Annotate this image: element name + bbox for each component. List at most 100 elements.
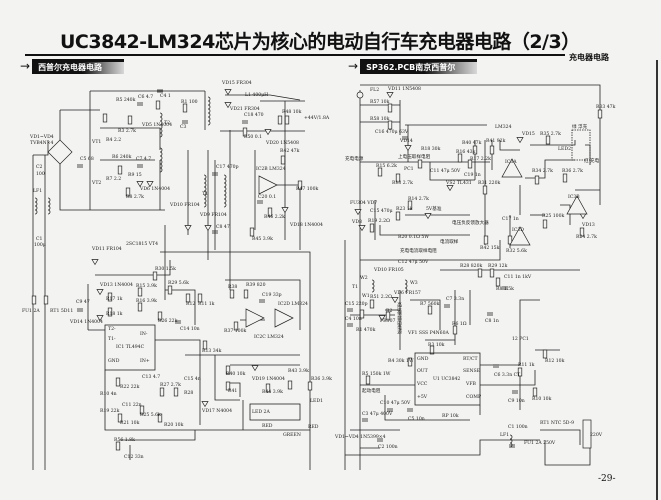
right-section-header: → SP362.PCB南京西普尔	[348, 58, 478, 74]
component-label: C17 470p	[216, 164, 239, 170]
component-label: C11 47μ 50V	[430, 168, 461, 174]
component-label: VD9 FR104	[199, 212, 227, 218]
resistor	[152, 271, 158, 281]
component-label: +44V/1.8A	[304, 115, 330, 121]
component-label: LED1	[310, 398, 323, 404]
diode	[146, 181, 154, 188]
component-label: C12 33n	[124, 454, 144, 460]
component-label: R15 3.9k	[136, 283, 157, 289]
resistor	[202, 340, 208, 350]
component-label: GND	[417, 356, 429, 362]
component-label: VD1~VD4 1N5399×4	[334, 434, 386, 440]
component-label: R50 0.1	[244, 134, 262, 140]
component-label: R7 2.2	[106, 176, 121, 182]
led-box	[249, 403, 301, 421]
component-label: VD14	[399, 138, 413, 144]
title-underline	[25, 54, 565, 56]
component-label: R28 820k	[460, 263, 483, 269]
component-label: FU1 2A 250V	[524, 440, 556, 446]
component-label: R48 10k	[282, 109, 302, 115]
component-label: 12 PC1	[512, 336, 529, 342]
diode	[224, 102, 232, 109]
resistor	[377, 167, 383, 177]
op-amp	[258, 175, 278, 195]
ic-tl494c	[104, 324, 156, 371]
resistor	[427, 305, 433, 315]
component-label: R42 15k	[480, 245, 500, 251]
resistor	[517, 367, 523, 377]
wire	[480, 370, 536, 386]
resistor	[489, 145, 495, 155]
resistor	[197, 293, 203, 303]
resistor	[507, 235, 513, 245]
right-section-label: SP362.PCB南京西普尔	[360, 58, 478, 74]
component-label: FU304 VD7	[350, 200, 377, 206]
component-label: T1-	[108, 336, 116, 342]
transformer-coil	[203, 174, 207, 208]
component-label: C5 68	[80, 156, 94, 162]
wire	[155, 339, 201, 425]
resistor	[107, 292, 113, 302]
component-label: W2	[360, 275, 368, 281]
component-label: R31 220k	[478, 180, 501, 186]
component-label: R17 2.2k	[470, 156, 491, 162]
transformer-coil	[159, 112, 163, 138]
component-label: C5 10n	[408, 416, 425, 422]
component-label: R32 5.6k	[506, 248, 527, 254]
component-label: R5 240k	[116, 97, 136, 103]
component-label: R13 34k	[202, 348, 222, 354]
resistor	[167, 285, 173, 295]
component-label: R33 47k	[596, 104, 616, 110]
component-label: LF1	[33, 188, 42, 194]
component-label: R14 2.7k	[408, 196, 429, 202]
component-label: R17 1k	[106, 296, 123, 302]
component-label: R42 47k	[280, 148, 300, 154]
component-label: C6 4.7	[138, 94, 153, 100]
wire	[33, 140, 49, 156]
component-label: R34 2.7k	[532, 168, 553, 174]
component-label: VD8	[351, 219, 362, 225]
page-number: -29-	[598, 474, 616, 484]
component-label: R10 4n	[100, 391, 117, 397]
component-label: R51 2.2Ω	[370, 294, 392, 300]
wire	[499, 140, 520, 151]
transformer-coil	[404, 279, 408, 293]
component-label: VD21 FR304	[229, 106, 260, 112]
component-label: VD1~VD4	[29, 134, 54, 140]
component-label: T2	[164, 120, 170, 126]
resistor	[137, 302, 143, 312]
component-label: VD14 1N4004	[69, 319, 103, 325]
op-amp	[245, 308, 265, 328]
component-label: VD15 FR304	[221, 80, 252, 86]
op-amp	[509, 226, 531, 246]
component-label: R16 43k	[456, 149, 476, 155]
component-label: COMP	[466, 394, 481, 400]
component-label: 绿 浮充	[572, 123, 588, 130]
component-label: 充电电流取样电阻	[400, 247, 437, 254]
wire	[384, 395, 470, 421]
component-label: R47 100k	[296, 186, 319, 192]
component-label: R45 3.9k	[252, 236, 273, 242]
component-label: IC3D	[512, 227, 524, 233]
component-label: C2 100n	[378, 444, 398, 450]
component-label: FU1 2A	[22, 308, 40, 314]
component-label: C7 3.3n	[446, 296, 464, 302]
resistor	[267, 207, 273, 217]
bridge-rectifier	[47, 139, 73, 165]
wire	[360, 240, 501, 261]
component-label: RP 10k	[442, 413, 459, 419]
component-label: R16 3.9k	[136, 298, 157, 304]
component-label: 2SC1815 VT4	[126, 241, 158, 247]
component-label: R23 1k	[396, 206, 413, 212]
page-edge	[656, 60, 658, 500]
diode	[184, 225, 192, 232]
resistor	[173, 387, 179, 397]
resistor	[157, 413, 163, 423]
diode	[91, 259, 99, 266]
component-label: C10 47μ 50V	[380, 400, 411, 406]
resistor	[395, 211, 401, 221]
resistor	[387, 120, 393, 130]
